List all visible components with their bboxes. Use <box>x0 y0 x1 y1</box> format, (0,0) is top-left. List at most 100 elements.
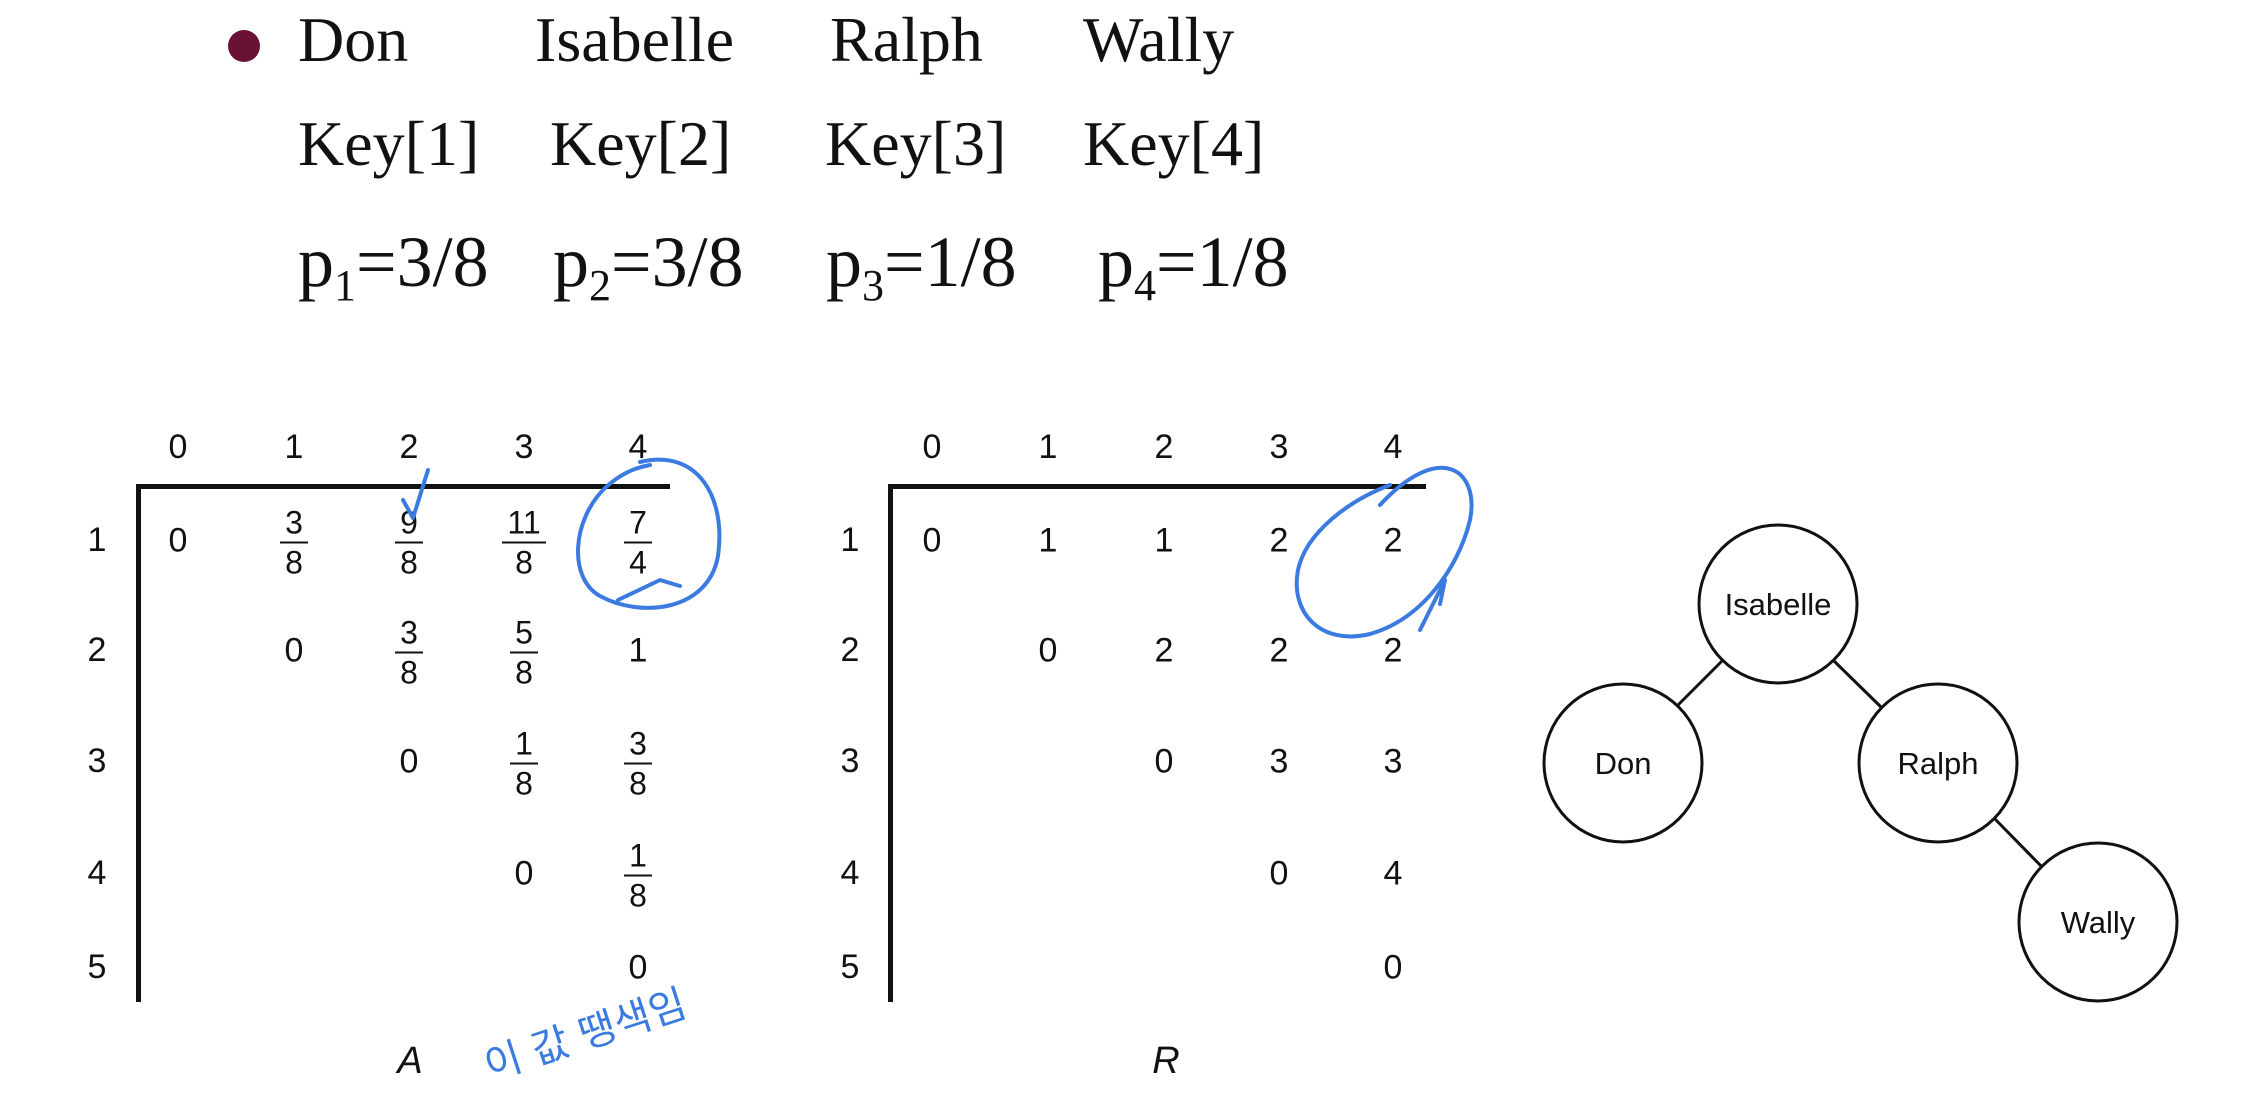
fraction-numerator: 1 <box>624 840 652 877</box>
table-a-row-header: 5 <box>87 948 107 986</box>
tree-node-wally: Wally <box>2017 841 2179 1003</box>
table-r-cell: 2 <box>1383 521 1403 560</box>
fraction-denominator: 4 <box>629 544 647 581</box>
tree-edge-isabelle-ralph <box>1832 659 1883 709</box>
table-r-cell: 3 <box>1269 742 1289 781</box>
handwritten-circle-a-tail <box>616 578 682 602</box>
tree-node-circle <box>2017 841 2179 1003</box>
fraction-numerator: 1 <box>510 728 538 765</box>
fraction-denominator: 8 <box>285 544 303 581</box>
tree-edge-ralph-wally <box>1992 816 2045 870</box>
table-a-caption: A <box>397 1040 423 1082</box>
fraction-numerator: 5 <box>510 617 538 654</box>
table-r-col-header: 3 <box>1269 428 1289 466</box>
table-a-row-header: 1 <box>87 521 107 559</box>
table-r-cell: 0 <box>1383 948 1403 987</box>
table-r-cell: 2 <box>1383 631 1403 670</box>
tree-node-label: Wally <box>2061 905 2136 940</box>
table-a-row-header: 3 <box>87 742 107 780</box>
name-wally: Wally <box>1083 4 1235 75</box>
table-r-cell: 4 <box>1383 854 1403 893</box>
tree-node-label: Isabelle <box>1725 587 1832 622</box>
fraction-denominator: 8 <box>515 654 533 691</box>
table-r-col-header: 0 <box>922 428 942 466</box>
table-r-col-header: 1 <box>1038 428 1058 466</box>
table-r-left-rule <box>888 484 893 1002</box>
fraction-denominator: 8 <box>400 654 418 691</box>
table-r-cell: 2 <box>1154 631 1174 670</box>
table-a-cell: 0 <box>628 948 648 987</box>
tree-node-circle <box>1697 523 1859 685</box>
table-a-cell: 0 <box>399 742 419 781</box>
handwritten-note: 이 값 땡색임 <box>479 981 692 1089</box>
table-r-cell: 0 <box>1269 854 1289 893</box>
tree-node-isabelle: Isabelle <box>1697 523 1859 685</box>
table-a-col-header: 3 <box>514 428 534 466</box>
handwritten-check-mark <box>401 468 430 520</box>
key-4: Key[4] <box>1083 108 1265 179</box>
table-r-top-rule <box>888 484 1426 489</box>
table-r-cell: 0 <box>922 521 942 560</box>
table-r-cell: 2 <box>1269 521 1289 560</box>
table-r-cell: 1 <box>1038 521 1058 560</box>
table-r-row-header: 3 <box>840 742 860 780</box>
probability-1: p1=3/8 <box>298 222 489 310</box>
table-r-row-header: 2 <box>840 631 860 669</box>
fraction-numerator: 7 <box>624 507 652 544</box>
table-r-cell: 0 <box>1038 631 1058 670</box>
table-a-col-header: 2 <box>399 428 419 466</box>
table-a-cell: 0 <box>284 631 304 670</box>
key-2: Key[2] <box>550 108 732 179</box>
table-r-row-header: 5 <box>840 948 860 986</box>
name-ralph: Ralph <box>830 4 983 75</box>
key-1: Key[1] <box>298 108 480 179</box>
table-a-cell: 0 <box>514 854 534 893</box>
table-a-col-header: 0 <box>168 428 188 466</box>
handwritten-circle-a-value <box>576 457 722 610</box>
fraction-numerator: 3 <box>280 507 308 544</box>
table-r-row-header: 1 <box>840 521 860 559</box>
name-isabelle: Isabelle <box>535 4 734 75</box>
table-a-cell: 1 <box>628 631 648 670</box>
table-a-row-header: 4 <box>87 854 107 892</box>
tree-node-ralph: Ralph <box>1857 682 2019 844</box>
table-r-cell: 0 <box>1154 742 1174 781</box>
fraction-denominator: 8 <box>515 765 533 802</box>
handwritten-circle-r-value <box>1294 465 1474 639</box>
table-r-col-header: 2 <box>1154 428 1174 466</box>
handwritten-circle-r-tail <box>1418 578 1447 632</box>
tree-node-label: Ralph <box>1898 746 1979 781</box>
table-a-cell: 0 <box>168 521 188 560</box>
table-a-left-rule <box>136 484 141 1002</box>
table-a-top-rule <box>136 484 670 489</box>
probability-3: p3=1/8 <box>826 222 1017 310</box>
tree-edge-isabelle-don <box>1675 658 1725 708</box>
name-don: Don <box>298 4 409 75</box>
bullet-icon <box>228 30 260 62</box>
tree-node-circle <box>1542 682 1704 844</box>
table-r-cell: 1 <box>1154 521 1174 560</box>
fraction-numerator: 11 <box>502 507 546 544</box>
probability-2: p2=3/8 <box>553 222 744 310</box>
table-r-col-header: 4 <box>1383 428 1403 466</box>
tree-node-label: Don <box>1595 746 1652 781</box>
tree-node-circle <box>1857 682 2019 844</box>
table-a-col-header: 4 <box>628 428 648 466</box>
fraction-numerator: 3 <box>395 617 423 654</box>
fraction-denominator: 8 <box>629 765 647 802</box>
fraction-denominator: 8 <box>629 877 647 914</box>
